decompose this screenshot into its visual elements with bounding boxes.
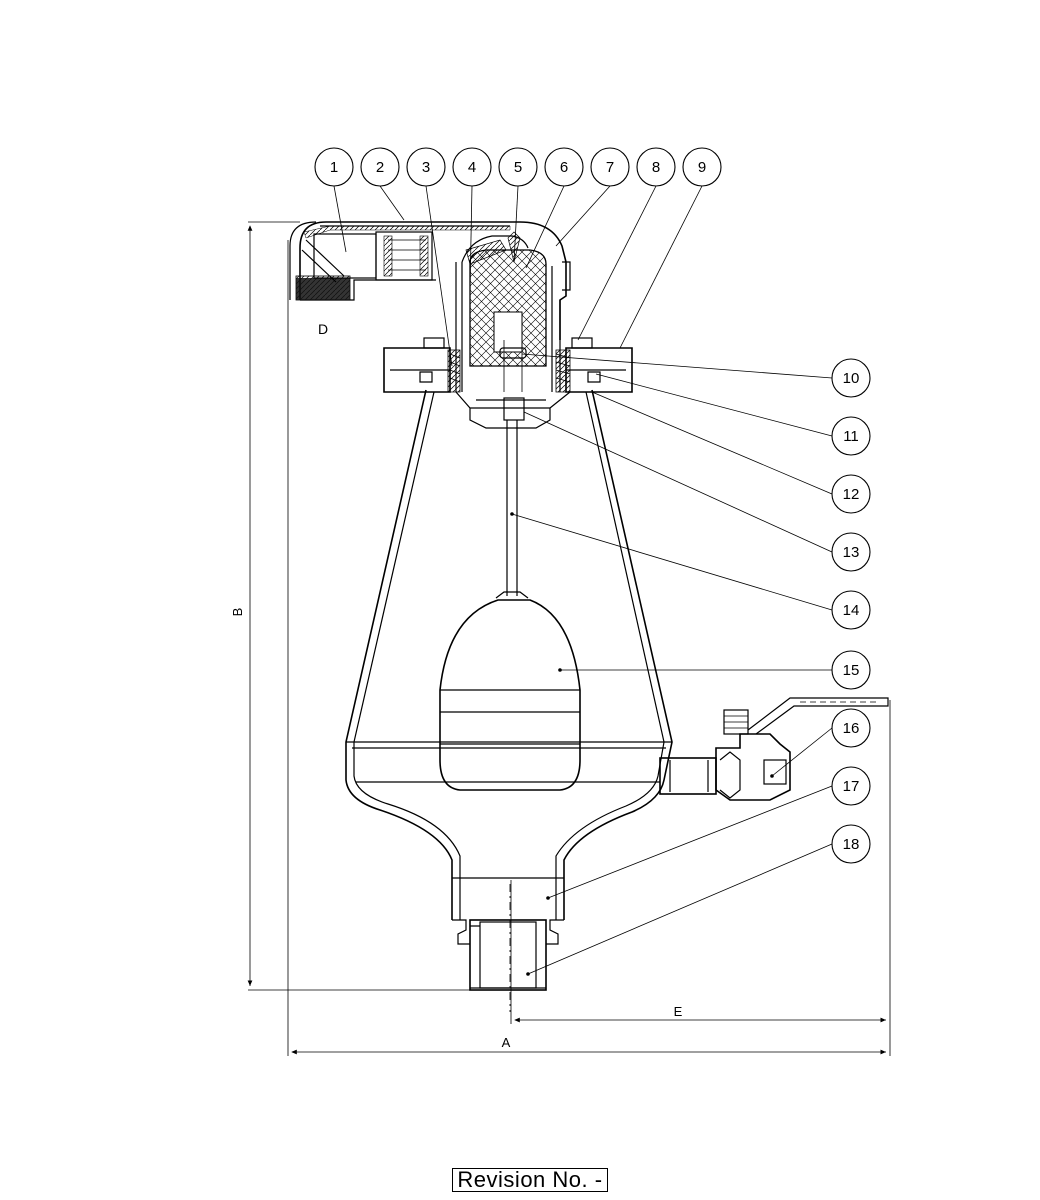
callout-11: 11: [843, 428, 859, 445]
ball-valve: [659, 697, 889, 801]
callout-4: 4: [468, 159, 476, 176]
callout-6: 6: [560, 159, 568, 176]
callout-bubble: [831, 824, 871, 864]
callouts-right: 10 11 12 13 14 15 16 17 18: [831, 358, 871, 864]
callout-bubble: [590, 147, 630, 187]
callout-5: 5: [514, 159, 522, 176]
outlet-d-label: D: [318, 321, 328, 337]
callout-7: 7: [606, 159, 614, 176]
callout-9: 9: [698, 159, 706, 176]
callout-1: 1: [330, 159, 338, 176]
callout-14: 14: [843, 602, 860, 619]
callout-bubble: [831, 590, 871, 630]
callout-bubble: [831, 650, 871, 690]
revision-label: Revision No. -: [452, 1168, 608, 1192]
dimension-e-label: E: [674, 1004, 683, 1019]
callout-bubble: [831, 766, 871, 806]
callout-bubble: [831, 416, 871, 456]
callout-bubble: [498, 147, 538, 187]
dimension-a-label: A: [502, 1035, 511, 1050]
float-insert: [455, 231, 561, 392]
callout-bubble: [682, 147, 722, 187]
dimension-b-label: B: [230, 608, 245, 617]
callout-bubble: [831, 474, 871, 514]
float-ball: [439, 599, 581, 791]
callout-2: 2: [376, 159, 384, 176]
callout-18: 18: [843, 836, 860, 853]
callout-bubble: [544, 147, 584, 187]
callout-bubble: [831, 358, 871, 398]
callout-8: 8: [652, 159, 660, 176]
dimension-labels: B A E D: [230, 321, 683, 1050]
callout-10: 10: [843, 370, 860, 387]
callout-bubble: [831, 532, 871, 572]
dimension-lines: [247, 221, 891, 1056]
leader-dots: [510, 512, 774, 976]
callout-bubble: [636, 147, 676, 187]
leaders-right: [511, 353, 833, 975]
top-cover: [289, 221, 571, 340]
body-shell: [345, 389, 673, 945]
float-rod: [495, 420, 529, 599]
callout-15: 15: [843, 662, 860, 679]
callout-bubble: [831, 708, 871, 748]
callout-17: 17: [843, 778, 860, 795]
callout-bubble: [406, 147, 446, 187]
callout-3: 3: [422, 159, 430, 176]
callouts-top: 1 2 3 4 5 6 7 8 9: [314, 147, 722, 187]
leaders-top: [333, 185, 703, 367]
callout-16: 16: [843, 720, 860, 737]
flange: [383, 337, 633, 429]
callout-bubble: [314, 147, 354, 187]
callout-bubble: [452, 147, 492, 187]
callout-bubble: [360, 147, 400, 187]
inlet-nipple: [469, 884, 547, 1012]
callout-13: 13: [843, 544, 860, 561]
callout-12: 12: [843, 486, 860, 503]
